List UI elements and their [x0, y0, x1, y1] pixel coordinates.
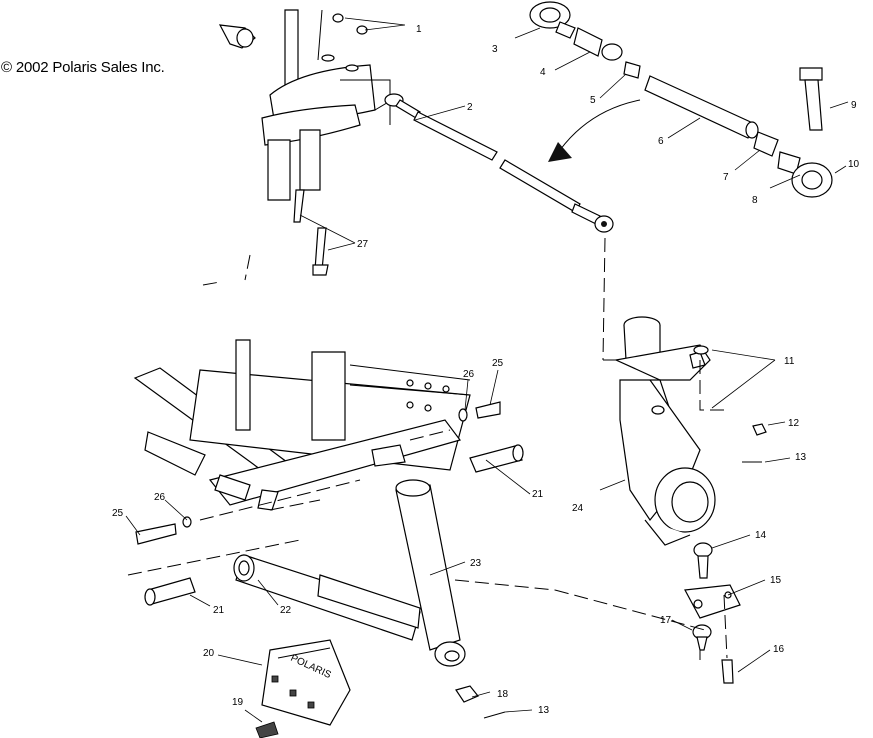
callout-24: 24 — [572, 503, 584, 514]
callout-19: 19 — [232, 697, 244, 708]
callout-17: 17 — [660, 615, 672, 626]
callout-22: 22 — [280, 605, 292, 616]
copyright-notice: © 2002 Polaris Sales Inc. — [1, 59, 165, 76]
callout-numbers: 1 2 3 4 5 6 7 8 9 10 11 12 13 14 15 16 1… — [112, 24, 860, 716]
callout-7: 7 — [723, 172, 729, 183]
tie-rod-end-parts — [529, 1, 833, 198]
callout-14: 14 — [755, 530, 767, 541]
callout-26-left: 26 — [154, 492, 166, 503]
callout-12: 12 — [788, 418, 800, 429]
callout-4: 4 — [540, 67, 546, 78]
tie-rod — [384, 93, 617, 361]
frame-section — [133, 339, 501, 511]
callout-1: 1 — [416, 24, 422, 35]
callout-26-upper: 26 — [463, 369, 475, 380]
callout-27: 27 — [357, 239, 369, 250]
callout-10: 10 — [848, 159, 860, 170]
spindle — [613, 316, 767, 684]
a-arm-guard: POLARIS — [255, 639, 351, 738]
callout-25-upper: 25 — [492, 358, 504, 369]
callout-5: 5 — [590, 95, 596, 106]
callout-13: 13 — [795, 452, 807, 463]
callout-9: 9 — [851, 100, 857, 111]
callout-3: 3 — [492, 44, 498, 55]
callout-16: 16 — [773, 644, 785, 655]
callout-15: 15 — [770, 575, 782, 586]
callout-25-left: 25 — [112, 508, 124, 519]
callout-11: 11 — [784, 356, 795, 367]
callout-18: 18 — [497, 689, 509, 700]
callout-2: 2 — [467, 102, 473, 113]
callout-6: 6 — [658, 136, 664, 147]
steering-post-assembly — [202, 9, 401, 286]
callout-8: 8 — [752, 195, 758, 206]
callout-23: 23 — [470, 558, 482, 569]
callout-20: 20 — [203, 648, 215, 659]
callout-21-left: 21 — [213, 605, 225, 616]
callout-13-lower: 13 — [538, 705, 550, 716]
lower-a-arm — [127, 444, 706, 719]
callout-leaders — [125, 17, 849, 723]
callout-21-right: 21 — [532, 489, 544, 500]
